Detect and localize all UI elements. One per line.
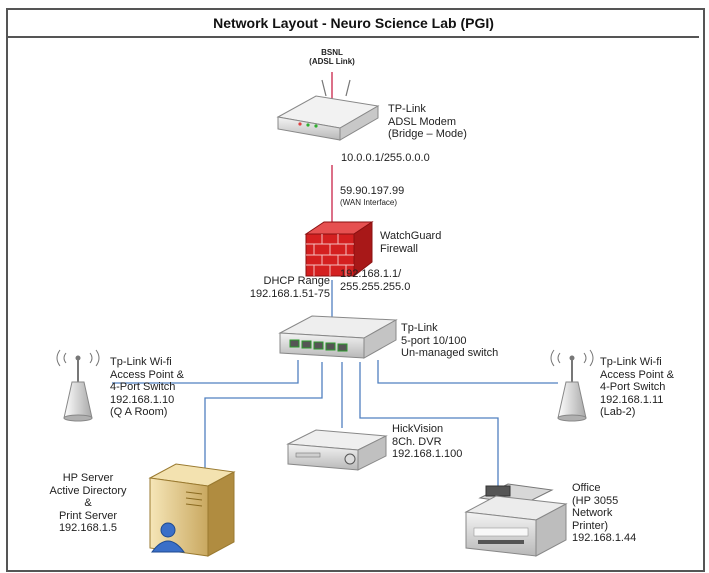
firewall-lan-ip-label: 192.168.1.1/ 255.255.255.0 bbox=[340, 268, 411, 293]
switch-to-server-link bbox=[204, 362, 323, 472]
printer-icon bbox=[464, 483, 568, 557]
adsl-modem-icon bbox=[276, 79, 380, 141]
switch-label: Tp-Link 5-port 10/100 Un-managed switch bbox=[401, 322, 499, 359]
firewall-icon bbox=[304, 221, 374, 278]
switch-to-printer-link bbox=[359, 362, 499, 490]
firewall-wan-note-label: (WAN Interface) bbox=[340, 198, 398, 207]
modem-ip-label: 10.0.0.1/255.0.0.0 bbox=[341, 152, 430, 164]
ap-right-icon bbox=[550, 349, 594, 422]
modem-label: TP-Link ADSL Modem (Bridge – Mode) bbox=[388, 103, 467, 140]
dvr-label: HickVision 8Ch. DVR 192.168.1.100 bbox=[392, 423, 463, 460]
switch-to-ap-right-link bbox=[377, 360, 558, 384]
isp-label: BSNL (ADSL Link) bbox=[309, 48, 355, 66]
firewall-label: WatchGuard Firewall bbox=[380, 230, 442, 255]
lan-links bbox=[112, 280, 558, 490]
dhcp-range-label: DHCP Range 192.168.1.51-75 bbox=[249, 275, 330, 300]
diagram-title: Network Layout - Neuro Science Lab (PGI) bbox=[8, 10, 699, 38]
ap-right-label: Tp-Link Wi-fi Access Point & 4-Port Swit… bbox=[600, 356, 674, 418]
firewall-wan-ip-label: 59.90.197.99 bbox=[340, 185, 405, 197]
ap-left-label: Tp-Link Wi-fi Access Point & 4-Port Swit… bbox=[110, 356, 184, 418]
switch-to-ap-left-link bbox=[112, 360, 299, 384]
dvr-icon bbox=[286, 429, 388, 471]
switch-icon bbox=[278, 315, 398, 359]
server-label: HP Server Active Directory & Print Serve… bbox=[49, 472, 127, 534]
printer-label: Office (HP 3055 Network Printer) 192.168… bbox=[572, 482, 637, 544]
server-icon bbox=[148, 463, 236, 557]
ap-left-icon bbox=[56, 349, 100, 422]
